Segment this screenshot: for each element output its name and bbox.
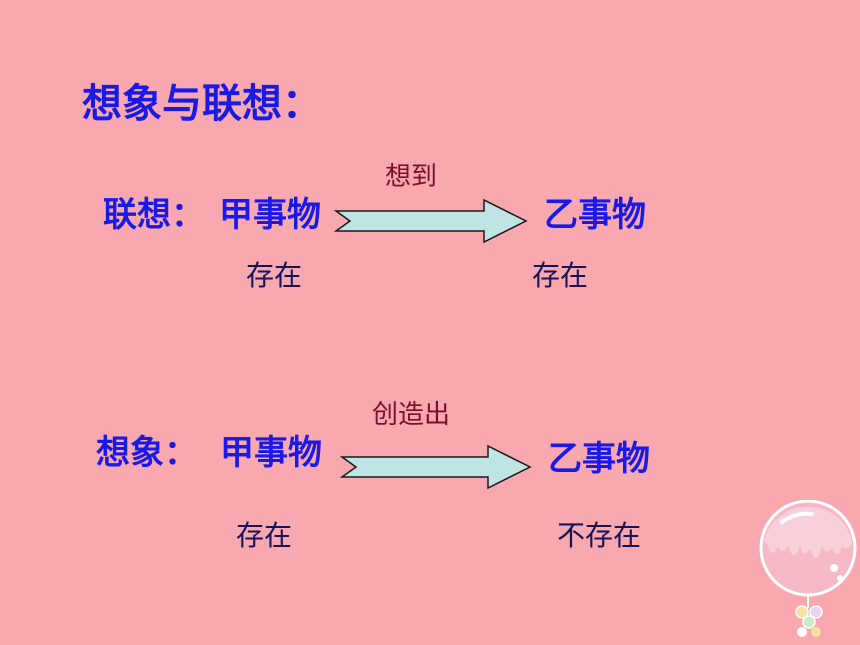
association-arrow-icon bbox=[334, 198, 528, 244]
imagination-target-state: 不存在 bbox=[557, 519, 642, 552]
association-source: 甲事物 bbox=[219, 195, 321, 235]
imagination-source-state: 存在 bbox=[236, 519, 293, 552]
imagination-target: 乙事物 bbox=[548, 439, 650, 479]
slide-title: 想象与联想： bbox=[82, 81, 322, 127]
imagination-verb: 创造出 bbox=[372, 400, 451, 430]
imagination-arrow-icon bbox=[340, 444, 532, 490]
association-source-state: 存在 bbox=[246, 259, 303, 292]
association-label: 联想： bbox=[103, 195, 205, 235]
association-target: 乙事物 bbox=[544, 195, 646, 235]
association-target-state: 存在 bbox=[532, 259, 589, 292]
imagination-source: 甲事物 bbox=[220, 433, 322, 473]
association-verb: 想到 bbox=[385, 162, 438, 192]
balloon-icon bbox=[759, 500, 857, 637]
imagination-label: 想象： bbox=[96, 433, 198, 473]
